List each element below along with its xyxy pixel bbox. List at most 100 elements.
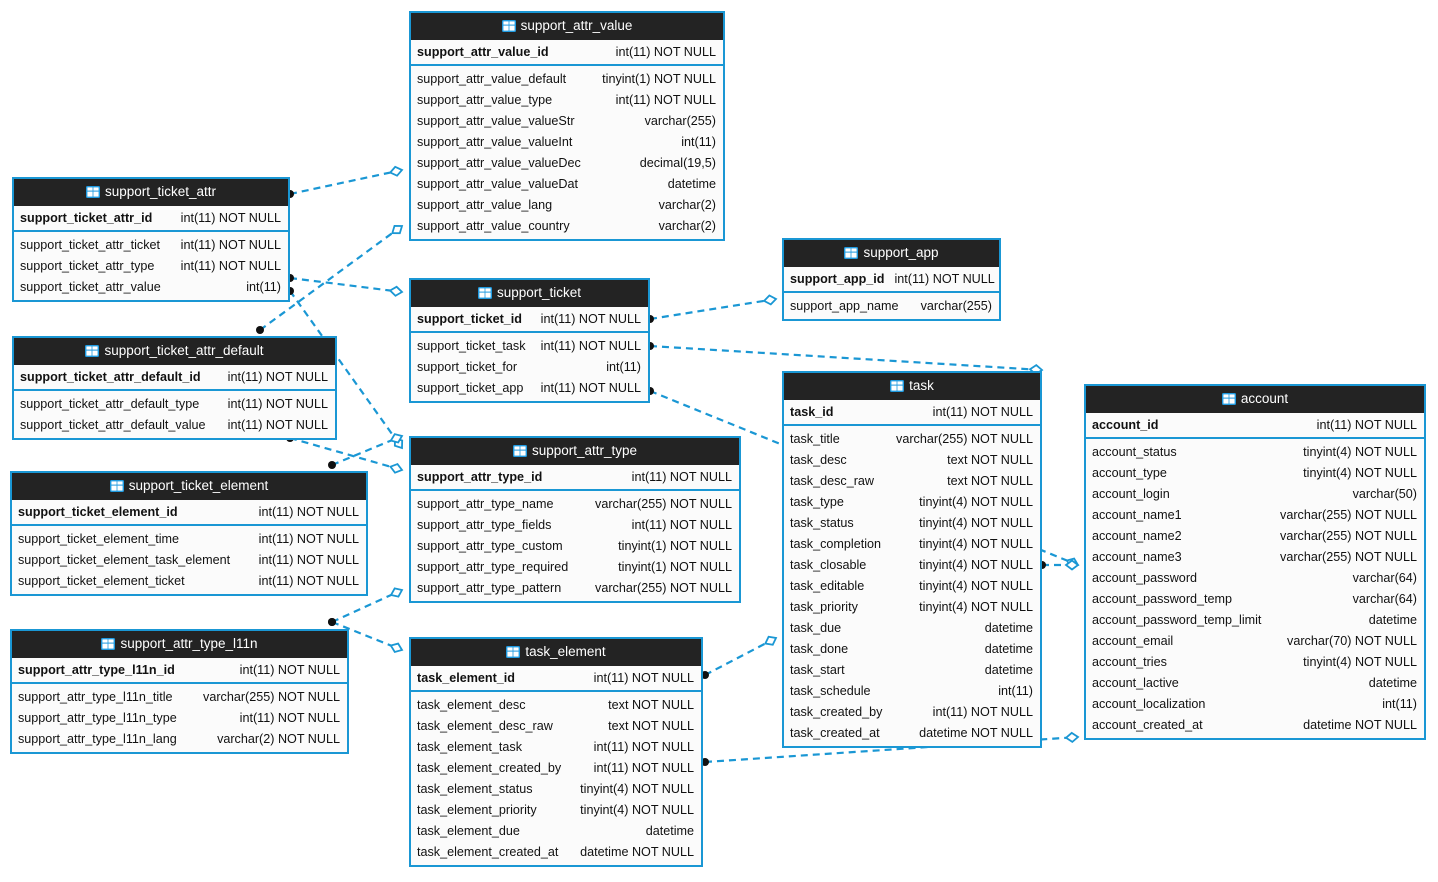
column-type: int(11) NOT NULL (593, 671, 694, 685)
relationship-dot-marker (256, 326, 264, 334)
relationship-line-rel-attr-type-l11n-to-attr-type (331, 593, 392, 624)
column-type: tinyint(1) NOT NULL (618, 538, 732, 553)
entity-title: task_element (525, 644, 606, 659)
column-type: int(11) NOT NULL (239, 663, 340, 677)
relationship-line-rel-ticket-element-to-ticket (331, 439, 392, 467)
column-type: datetime (667, 176, 716, 191)
column-type: int(11) NOT NULL (894, 272, 995, 286)
column-name: account_password (1092, 570, 1198, 585)
column-type: datetime NOT NULL (1303, 717, 1417, 732)
column-type: int(11) NOT NULL (258, 531, 359, 546)
